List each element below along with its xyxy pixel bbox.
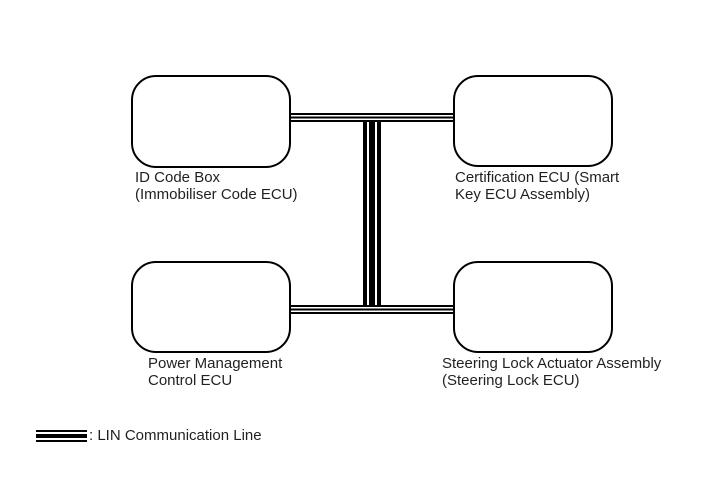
node-label-line2: (Steering Lock ECU) [442, 371, 580, 389]
node-box-id-code-box [131, 75, 291, 168]
node-box-power-management-ecu [131, 261, 291, 353]
lin-line-swatch-icon [36, 429, 87, 442]
node-label-line1: Steering Lock Actuator Assembly [442, 355, 662, 372]
lin-line-bottom-horizontal [290, 305, 454, 314]
node-label-line2: Control ECU [148, 371, 233, 389]
node-label-line1: Certification ECU (Smart [455, 169, 620, 186]
node-label-line1: ID Code Box [135, 169, 221, 186]
lin-line-vertical-trunk [363, 114, 381, 312]
legend: : LIN Communication Line [36, 427, 262, 444]
node-label-id-code-box: ID Code Box (Immobiliser Code ECU) [135, 169, 298, 203]
node-label-power-management-ecu: Power Management Control ECU [148, 355, 283, 389]
node-box-certification-ecu [453, 75, 613, 167]
node-label-certification-ecu: Certification ECU (Smart Key ECU Assembl… [455, 169, 620, 203]
node-label-steering-lock-actuator: Steering Lock Actuator Assembly (Steerin… [442, 355, 662, 389]
node-label-line2: Key ECU Assembly) [455, 185, 591, 203]
node-box-steering-lock-actuator [453, 261, 613, 353]
lin-line-top-horizontal [290, 113, 454, 122]
legend-label: : LIN Communication Line [89, 427, 262, 444]
node-label-line1: Power Management [148, 355, 283, 372]
node-label-line2: (Immobiliser Code ECU) [135, 185, 298, 203]
